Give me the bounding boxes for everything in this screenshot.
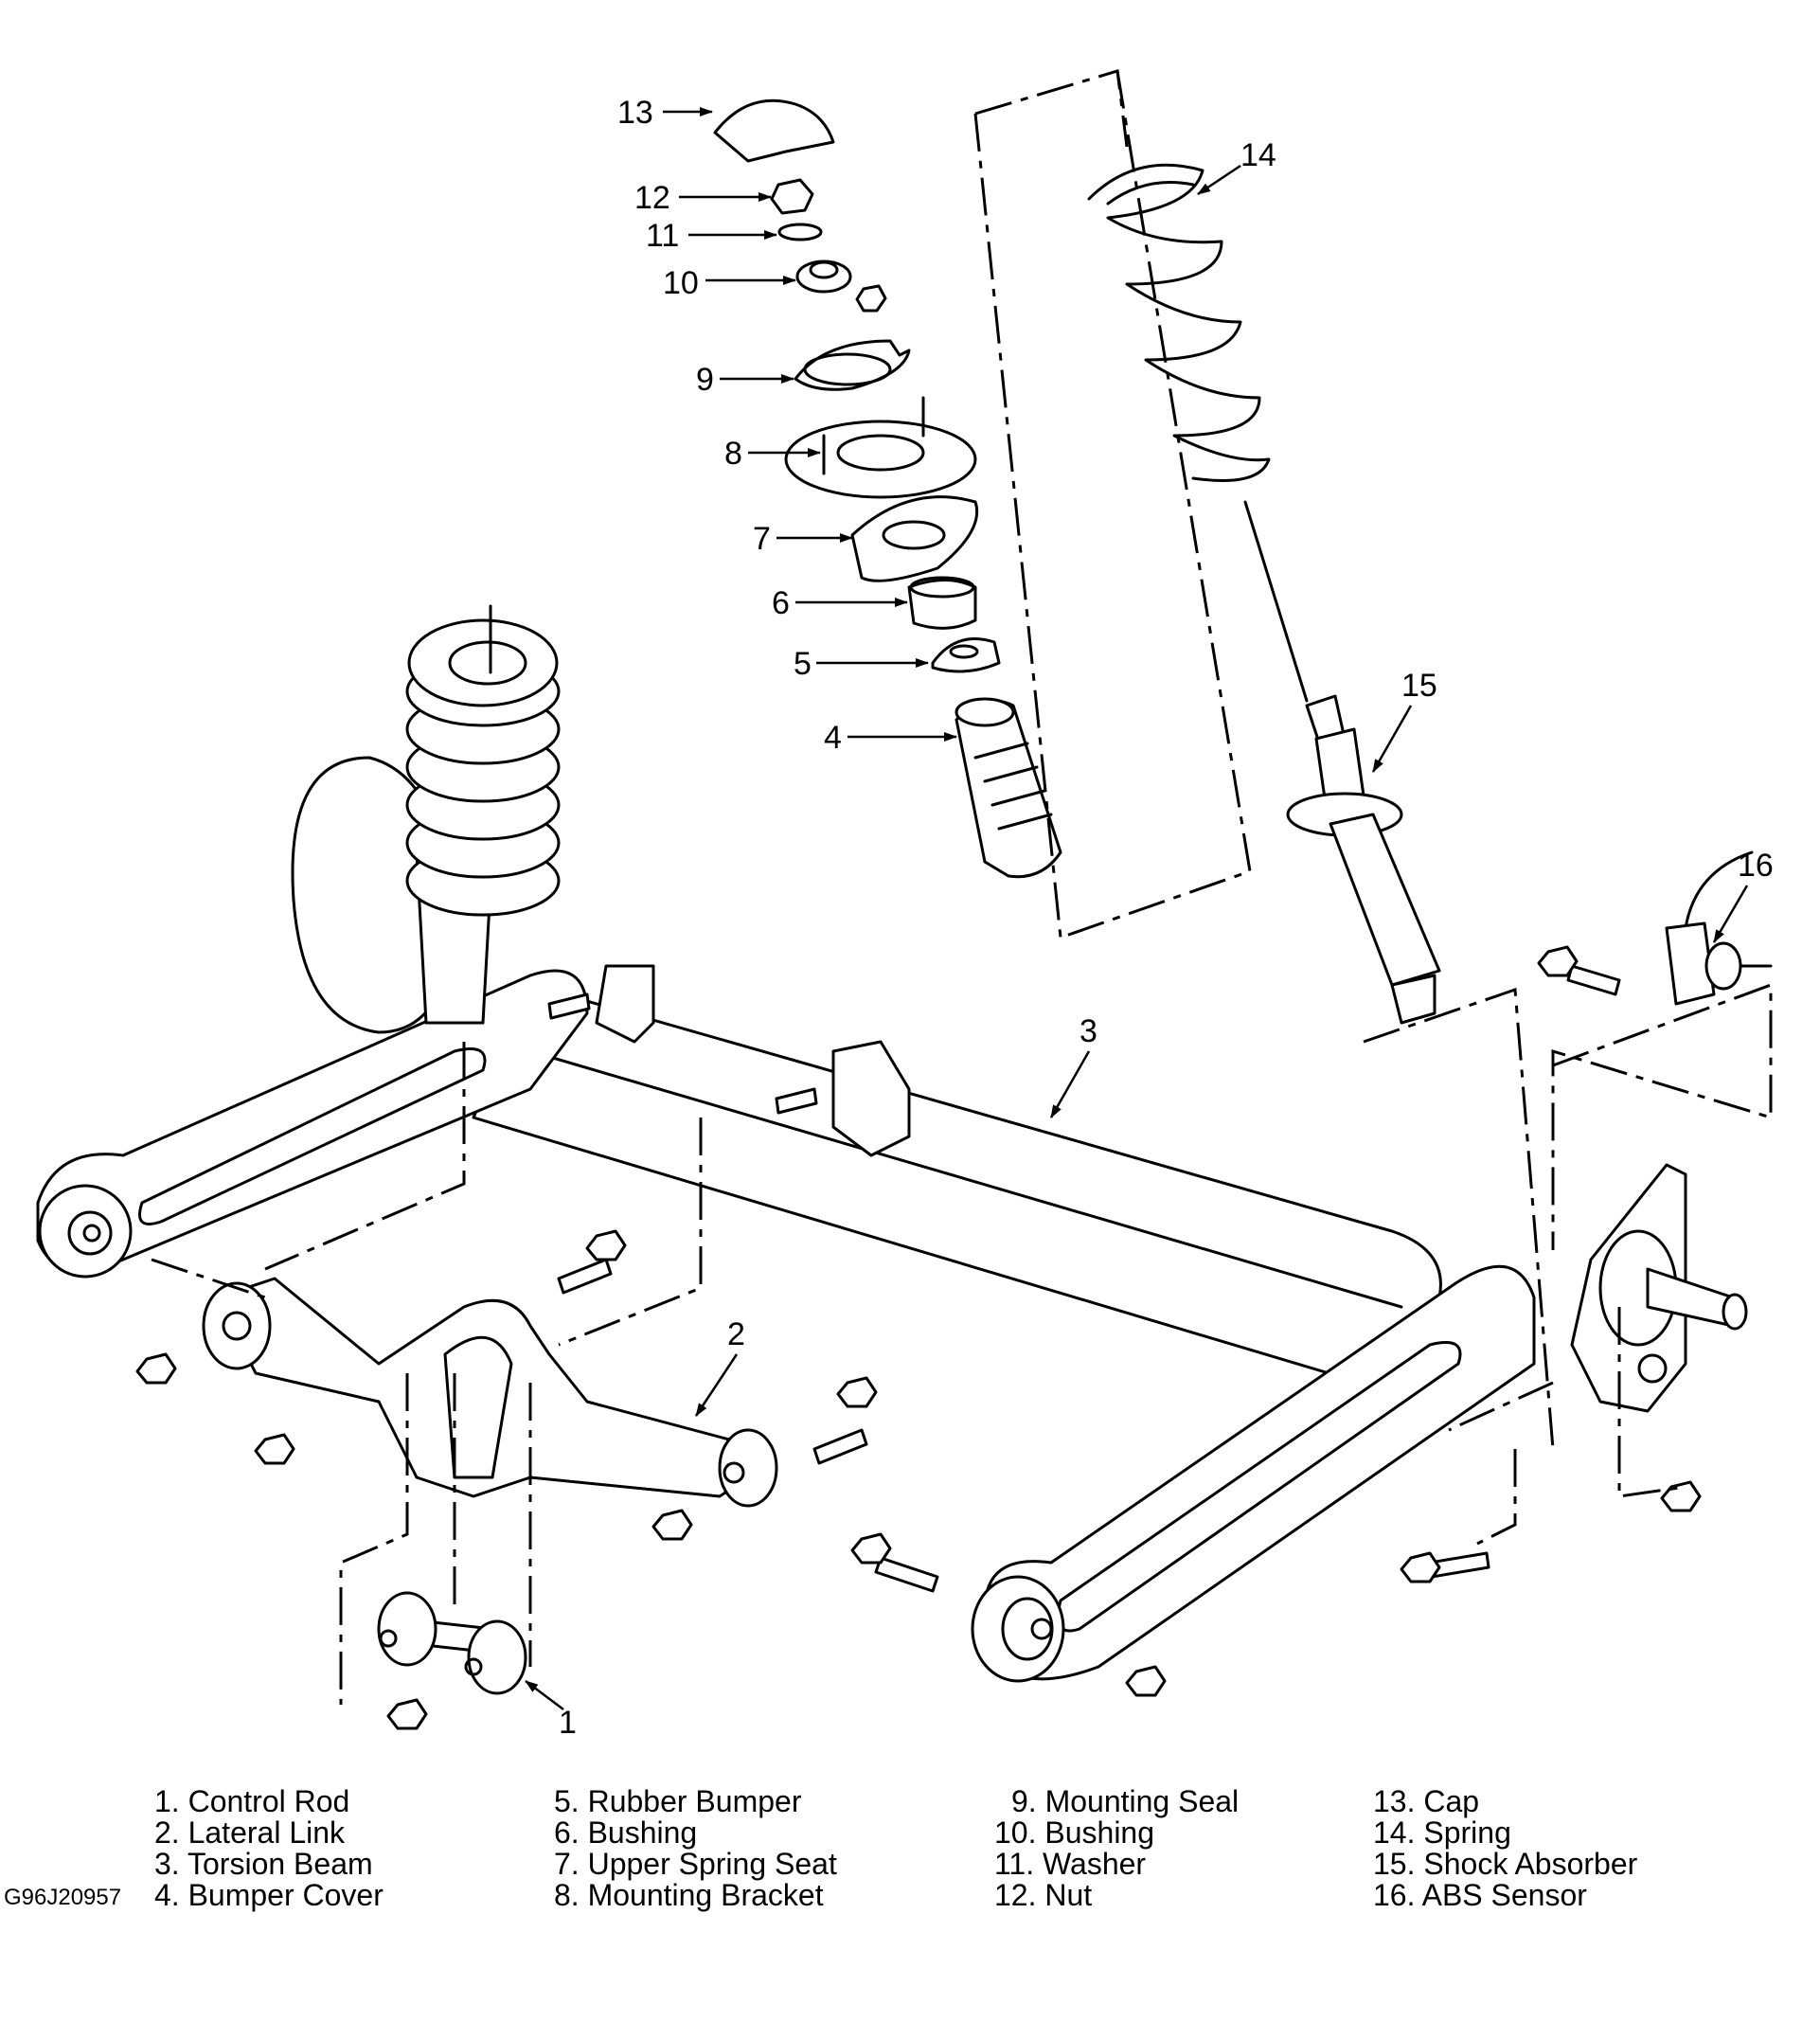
legend-item: 15. Shock Absorber <box>1373 1847 1638 1881</box>
right-trailing-arm <box>971 1264 1536 1683</box>
legend-item: 12. Nut <box>994 1878 1093 1912</box>
bumper-cover <box>955 697 1062 879</box>
legend-item: 13. Cap <box>1373 1784 1480 1818</box>
callout-14: 14 <box>1240 137 1276 173</box>
callout-4: 4 <box>824 720 842 756</box>
callout-16: 16 <box>1738 848 1774 884</box>
legend-item: 7. Upper Spring Seat <box>554 1847 837 1881</box>
mounting-seal <box>794 284 911 391</box>
shock-absorber <box>1243 500 1441 1025</box>
legend-item: 2. Lateral Link <box>154 1815 346 1850</box>
callout-13: 13 <box>617 95 653 131</box>
legend-item: 9. Mounting Seal <box>1011 1784 1240 1818</box>
legend-item: 14. Spring <box>1373 1815 1511 1850</box>
callout-5: 5 <box>794 646 812 682</box>
callout-1: 1 <box>559 1705 577 1741</box>
mounting-bracket <box>784 396 977 499</box>
torsion-beam <box>472 964 1442 1394</box>
legend-item: 16. ABS Sensor <box>1373 1878 1587 1912</box>
legend-column-4: 13. Cap 14. Spring 15. Shock Absorber 16… <box>1373 1786 1637 1911</box>
strut-washer <box>777 223 823 241</box>
legend-item: 6. Bushing <box>554 1815 698 1850</box>
legend-column-1: 1. Control Rod 2. Lateral Link 3. Torsio… <box>154 1786 384 1911</box>
legend-item: 1. Control Rod <box>154 1784 350 1818</box>
legend-item: 10. Bushing <box>994 1815 1155 1850</box>
lateral-link <box>202 1277 778 1508</box>
callout-11: 11 <box>646 218 679 254</box>
callout-8: 8 <box>724 436 742 472</box>
bolts-and-nuts <box>135 945 1702 1730</box>
callout-10: 10 <box>663 265 699 301</box>
upper-spring-seat <box>850 495 979 582</box>
legend-item: 11. Washer <box>994 1847 1147 1881</box>
callout-3: 3 <box>1080 1013 1097 1049</box>
callout-15: 15 <box>1401 668 1437 704</box>
callouts: 13 12 11 10 9 8 7 6 5 4 14 15 16 3 2 1 <box>525 95 1774 1741</box>
coil-spring <box>1087 163 1271 482</box>
legend-item: 8. Mounting Bracket <box>554 1878 824 1912</box>
assembly-guide-lines <box>151 982 1773 1705</box>
strut-bushing-lower <box>907 576 977 630</box>
callout-12: 12 <box>634 180 670 216</box>
control-rod <box>377 1591 527 1695</box>
legend-item: 4. Bumper Cover <box>154 1878 384 1912</box>
strut-cap <box>713 98 835 163</box>
strut-bushing-upper <box>795 259 852 294</box>
spring-group-bracket <box>973 69 1252 939</box>
callout-9: 9 <box>696 362 714 398</box>
left-trailing-arm <box>36 969 589 1279</box>
legend-column-2: 5. Rubber Bumper 6. Bushing 7. Upper Spr… <box>554 1786 837 1911</box>
legend-column-3: 9. Mounting Seal 10. Bushing 11. Washer … <box>994 1786 1239 1911</box>
callout-2: 2 <box>727 1316 745 1352</box>
legend-item: 5. Rubber Bumper <box>554 1784 802 1818</box>
callout-6: 6 <box>772 585 790 621</box>
figure-code: G96J20957 <box>4 1885 122 1910</box>
left-strut-assembly <box>405 604 561 1025</box>
strut-nut <box>770 178 814 215</box>
callout-7: 7 <box>753 521 771 557</box>
legend-item: 3. Torsion Beam <box>154 1847 373 1881</box>
abs-sensor <box>1665 850 1773 1006</box>
rubber-bumper <box>931 637 1001 673</box>
right-hub-spindle <box>1570 1163 1748 1413</box>
